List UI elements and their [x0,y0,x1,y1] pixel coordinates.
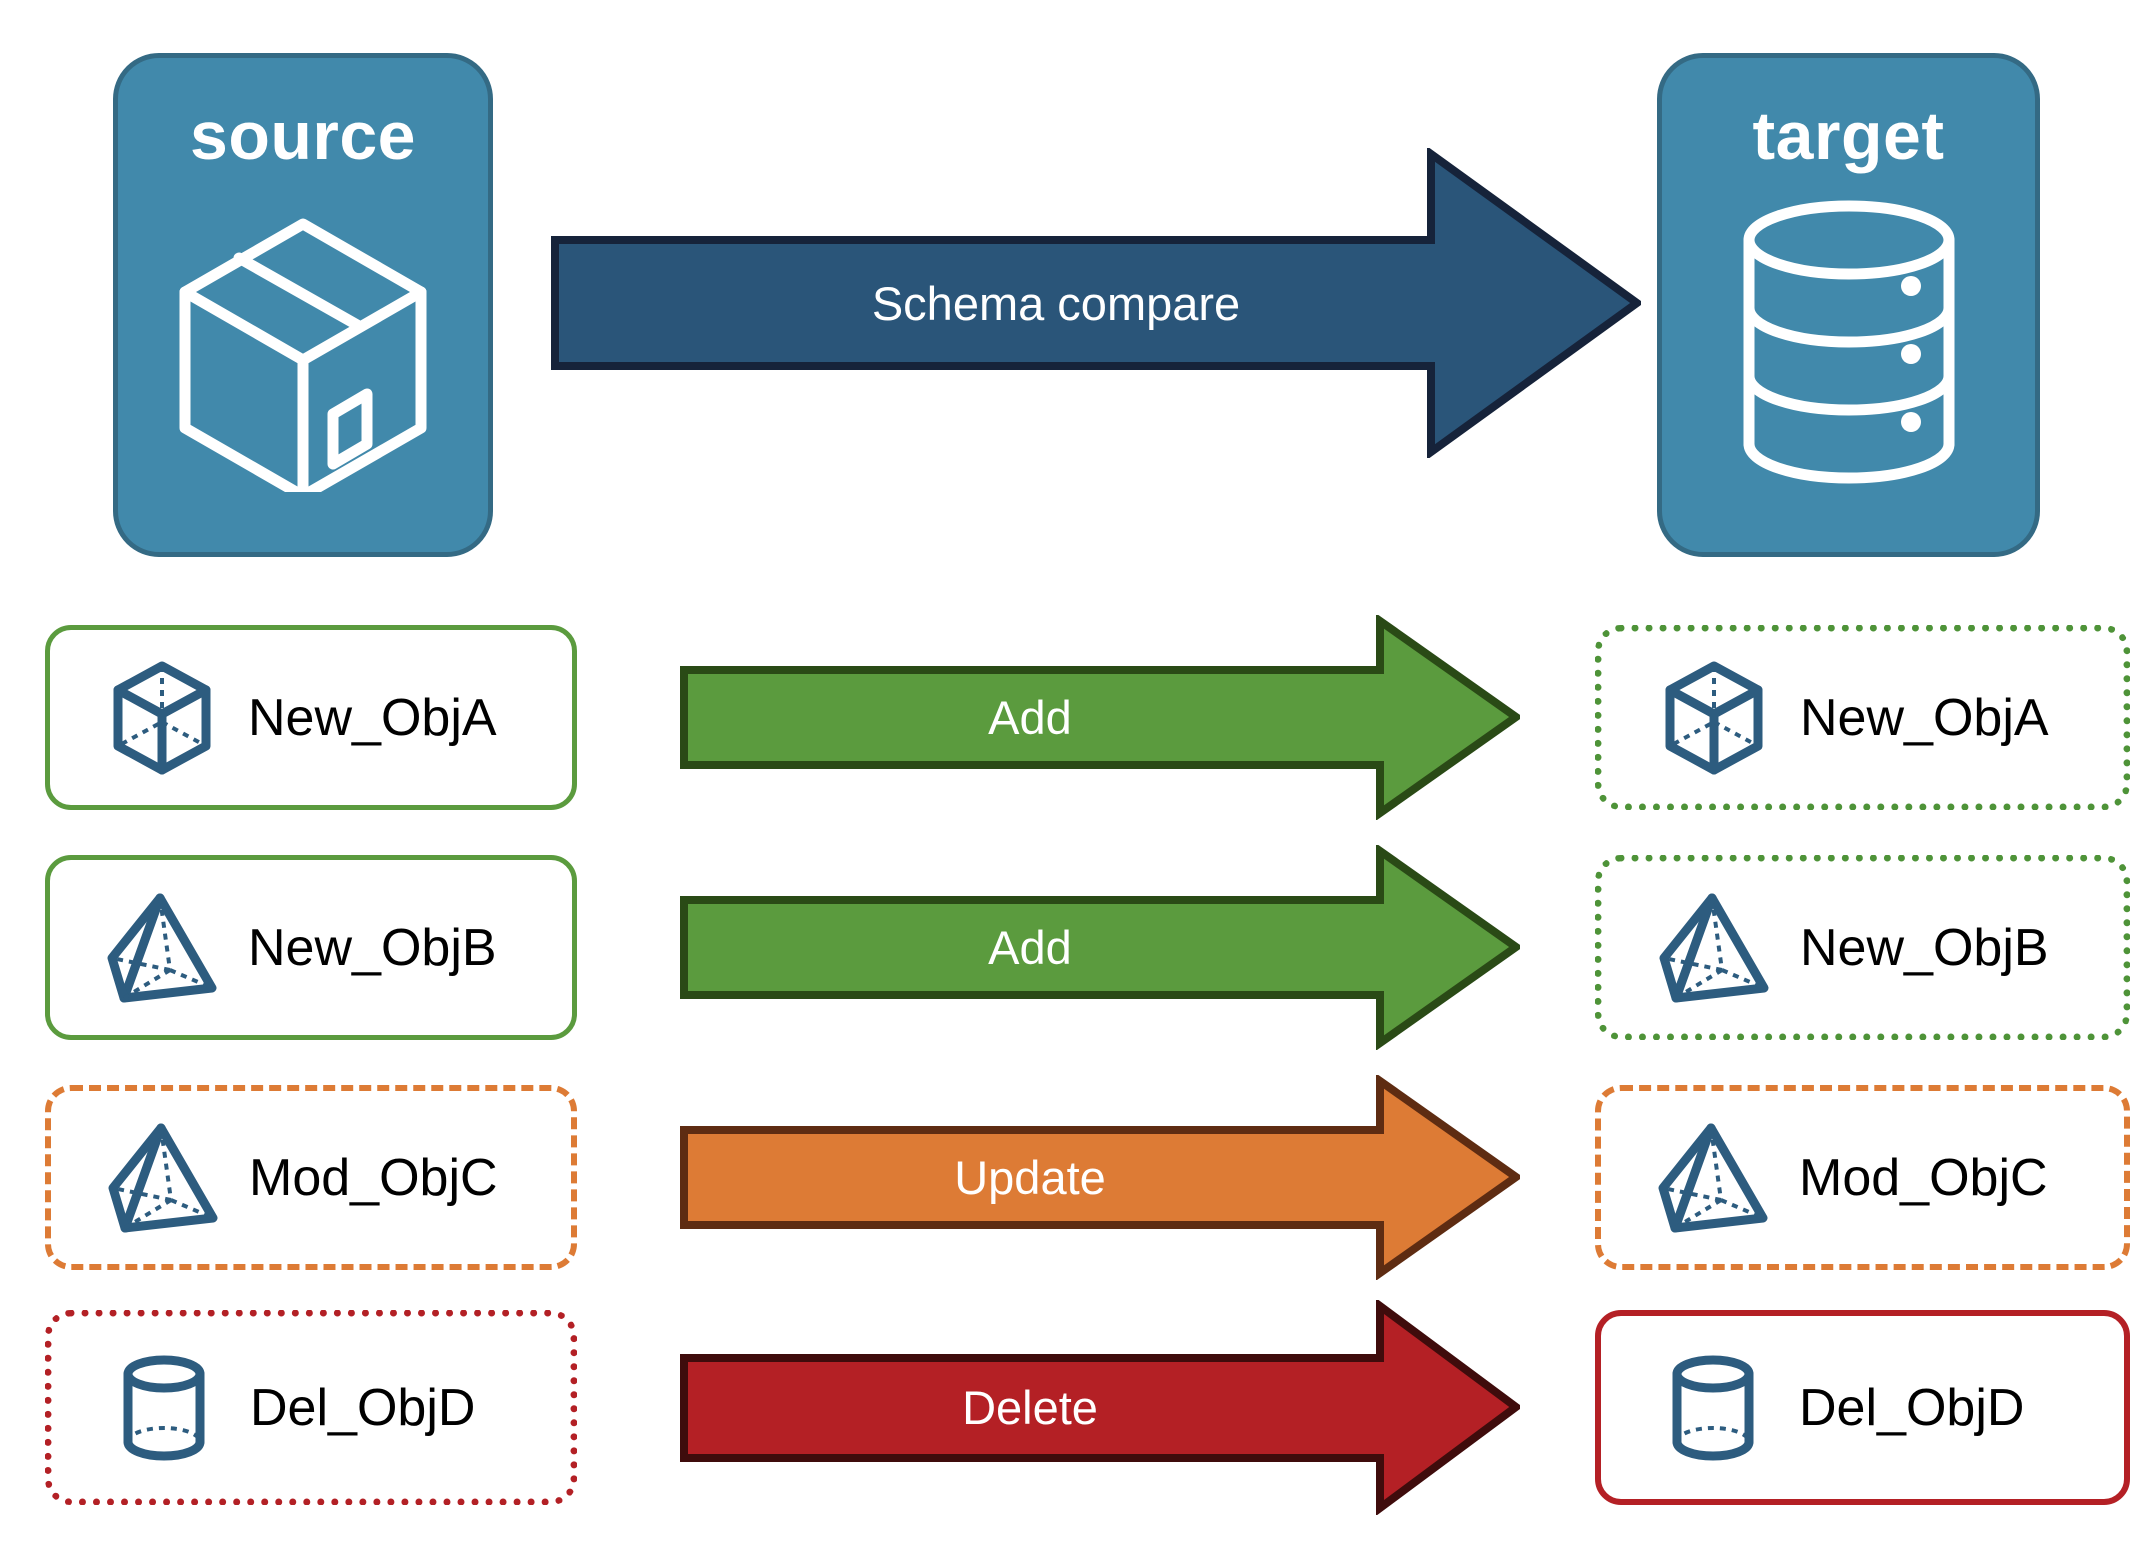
schema-compare-arrow[interactable] [551,148,1641,458]
source-object-box[interactable]: New_ObjB [45,855,577,1040]
package-box-icon [153,192,453,502]
database-cylinder-icon [1699,192,1999,497]
source-title: source [190,98,416,174]
target-object-box[interactable]: New_ObjA [1595,625,2130,810]
object-row: Del_ObjD Delete Del_ObjD [0,1300,2150,1515]
target-endpoint-card[interactable]: target [1657,53,2040,557]
source-object-box[interactable]: Mod_ObjC [45,1085,577,1270]
object-row: New_ObjB Add [0,845,2150,1050]
source-endpoint-card[interactable]: source [113,53,493,557]
wireframe-cylinder-icon [1649,1344,1777,1472]
target-object-label: New_ObjA [1800,688,2049,747]
object-row: New_ObjA Add New_Obj [0,615,2150,820]
source-object-box[interactable]: New_ObjA [45,625,577,810]
wireframe-cylinder-icon [100,1344,228,1472]
target-title: target [1752,98,1945,174]
wireframe-cube-icon [1650,654,1778,782]
object-row: Mod_ObjC Update [0,1075,2150,1280]
wireframe-pyramid-icon [1650,884,1778,1012]
source-object-label: New_ObjA [248,688,497,747]
target-object-box[interactable]: Mod_ObjC [1595,1085,2130,1270]
action-arrow-delete[interactable] [680,1300,1520,1515]
target-object-label: Mod_ObjC [1799,1148,2048,1207]
source-object-label: New_ObjB [248,918,497,977]
target-object-label: New_ObjB [1800,918,2049,977]
target-object-label: Del_ObjD [1799,1378,2025,1437]
action-arrow-add-2[interactable] [680,845,1520,1050]
wireframe-cube-icon [98,654,226,782]
target-object-box[interactable]: Del_ObjD [1595,1310,2130,1505]
action-arrow-add-1[interactable] [680,615,1520,820]
action-arrow-update[interactable] [680,1075,1520,1280]
wireframe-pyramid-icon [1649,1114,1777,1242]
source-object-label: Del_ObjD [250,1378,476,1437]
source-object-label: Mod_ObjC [249,1148,498,1207]
wireframe-pyramid-icon [99,1114,227,1242]
wireframe-pyramid-icon [98,884,226,1012]
source-object-box[interactable]: Del_ObjD [45,1310,577,1505]
target-object-box[interactable]: New_ObjB [1595,855,2130,1040]
